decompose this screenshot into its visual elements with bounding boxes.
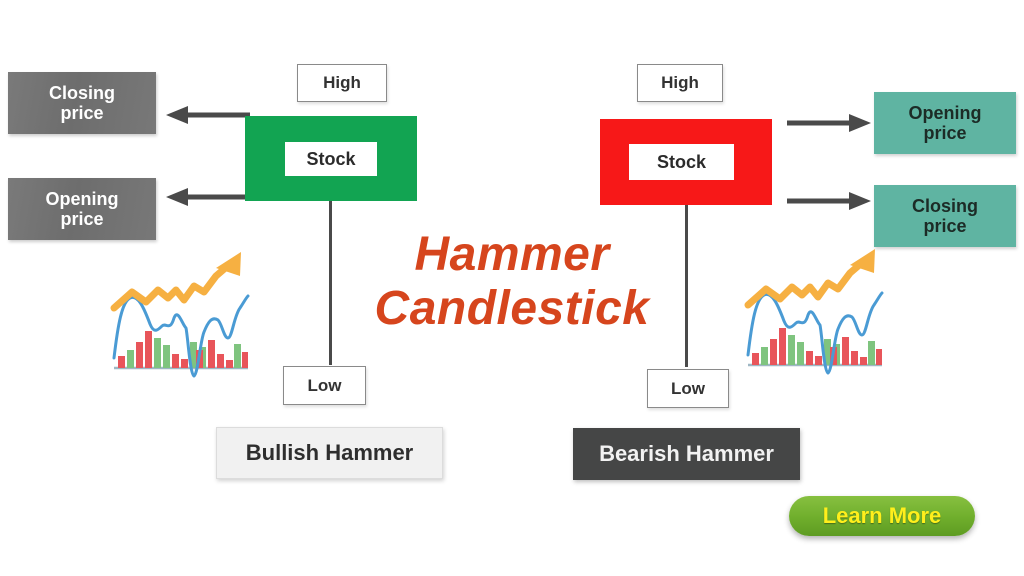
page-title: Hammer Candlestick	[374, 228, 650, 335]
label-line-2: price	[60, 209, 104, 229]
high-text: High	[661, 73, 699, 93]
low-text: Low	[671, 378, 705, 398]
bullish-hammer-plate: Bullish Hammer	[216, 427, 443, 479]
low-text: Low	[307, 375, 342, 395]
bearish-hammer-plate: Bearish Hammer	[573, 428, 800, 480]
chart-trend-arrow-line	[110, 260, 234, 312]
label-line-1: Closing	[49, 82, 115, 103]
bearish-trend-chart-icon	[744, 249, 884, 375]
bearish-stock-label: Stock	[629, 144, 734, 180]
bearish-opening-price-arrow-icon	[787, 114, 871, 132]
high-text: High	[323, 73, 361, 93]
chart-price-line	[112, 294, 250, 378]
label-line-2: price	[923, 123, 967, 143]
learn-more-button[interactable]: Learn More	[789, 496, 975, 536]
bullish-closing-price-label: Closing price	[8, 72, 156, 134]
chart-bars	[118, 331, 248, 368]
label-line-2: price	[60, 103, 104, 123]
label-line-1: Opening	[908, 102, 982, 123]
bearish-opening-price-label: Opening price	[874, 92, 1016, 154]
chart-price-line	[746, 291, 884, 375]
bullish-closing-price-arrow-icon	[166, 106, 250, 124]
bearish-hammer-text: Bearish Hammer	[599, 441, 774, 466]
label-line-1: Opening	[45, 188, 119, 209]
bearish-closing-price-label: Closing price	[874, 185, 1016, 247]
label-line-1: Closing	[912, 195, 978, 216]
bullish-stock-label: Stock	[285, 142, 377, 176]
bearish-closing-price-arrow-icon	[787, 192, 871, 210]
bullish-opening-price-label: Opening price	[8, 178, 156, 240]
chart-trend-arrow-head	[216, 252, 241, 276]
bullish-opening-price-arrow-icon	[166, 188, 250, 206]
stock-text: Stock	[306, 148, 356, 169]
bullish-trend-chart-icon	[110, 252, 250, 378]
chart-trend-arrow-line	[744, 257, 868, 309]
stock-text: Stock	[656, 151, 707, 172]
bullish-hammer-text: Bullish Hammer	[245, 440, 414, 465]
label-line-2: price	[923, 216, 967, 236]
bearish-high-label: High	[637, 64, 723, 102]
bearish-lower-wick	[685, 205, 688, 367]
bullish-high-label: High	[297, 64, 387, 102]
bullish-lower-wick	[329, 201, 332, 365]
learn-more-label: Learn More	[822, 503, 942, 528]
bearish-low-label: Low	[647, 369, 729, 408]
bullish-low-label: Low	[283, 366, 366, 405]
chart-trend-arrow-head	[850, 249, 875, 273]
